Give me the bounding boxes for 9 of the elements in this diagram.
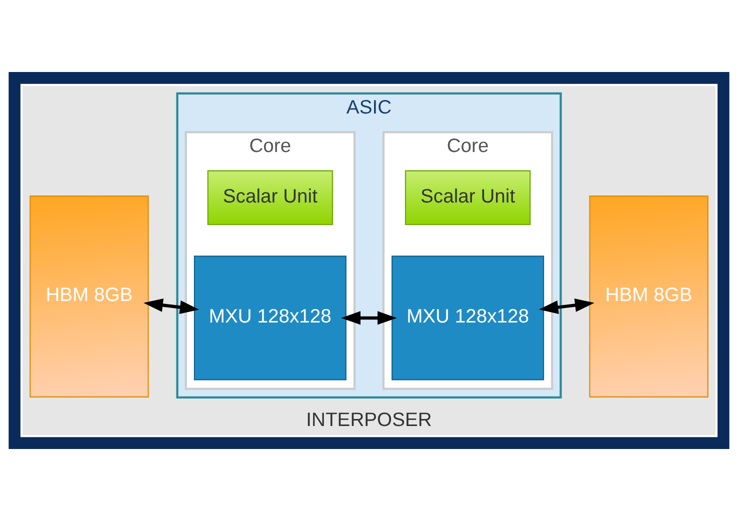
node-box: MXU 128x128 <box>194 256 346 380</box>
node-box: Scalar Unit <box>207 170 334 226</box>
node-box: MXU 128x128 <box>392 256 544 380</box>
node-box: HBM 8GB <box>589 196 708 398</box>
arrow <box>144 298 200 314</box>
node-box: Scalar Unit <box>404 170 531 226</box>
arrow <box>538 298 594 314</box>
arrow <box>341 311 397 325</box>
node-box: HBM 8GB <box>30 196 149 398</box>
